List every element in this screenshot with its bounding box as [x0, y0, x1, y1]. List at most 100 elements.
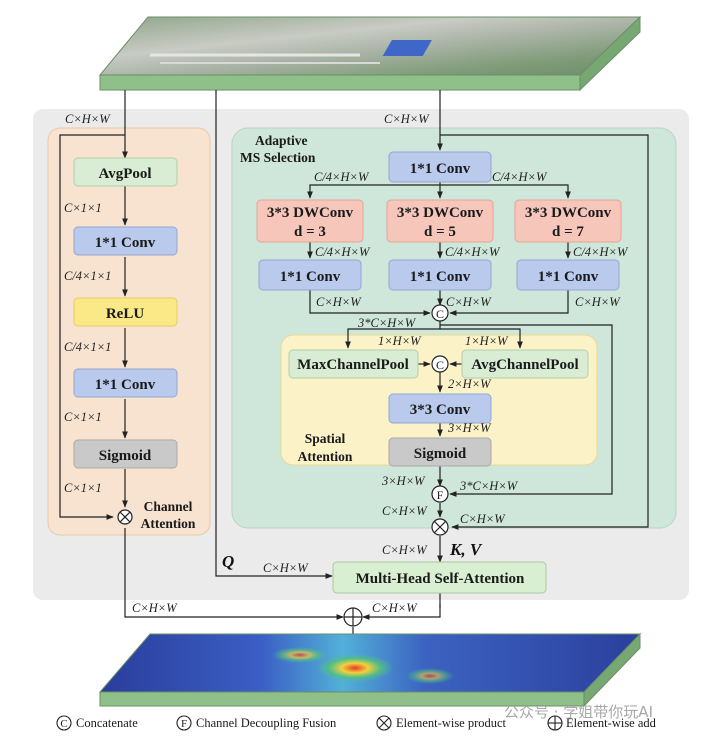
add-symbol	[343, 607, 363, 627]
channel-attention-panel	[47, 127, 211, 536]
legend-fusion: F Channel Decoupling Fusion	[176, 715, 337, 731]
dwconv-d3-dilation: d = 3	[294, 224, 326, 240]
watermark: 公众号 · 学姐带你玩AI	[504, 703, 653, 721]
dim-2hw: 2×H×W	[448, 377, 492, 391]
svg-text:F: F	[181, 718, 187, 730]
svg-text:Element-wise product: Element-wise product	[396, 716, 507, 730]
dwconv-d3-box	[256, 199, 364, 243]
dwconv-d7-box	[514, 199, 622, 243]
ms-conv-b-box	[388, 259, 492, 291]
dim-3c-fusion: 3*C×H×W	[459, 479, 519, 493]
dim-concat-mid: C×H×W	[446, 295, 492, 309]
avgpool-label: AvgPool	[98, 166, 151, 182]
dim-ms-input: C×H×W	[384, 112, 430, 126]
spatial-conv-box	[388, 393, 492, 424]
legend-add: Element-wise add	[547, 715, 657, 731]
svg-text:C: C	[60, 718, 67, 730]
dim-ca-1: C×1×1	[64, 201, 102, 215]
dim-3c: 3*C×H×W	[357, 316, 417, 330]
ms-selection-panel	[231, 127, 677, 529]
dim-mhsa-out: C×H×W	[372, 601, 418, 615]
dim-ms-split-right: C/4×H×W	[492, 170, 548, 184]
dim-ca-3: C/4×1×1	[64, 340, 111, 354]
q-label: Q	[222, 552, 234, 571]
dim-1hw-left: 1×H×W	[378, 334, 422, 348]
ms-top-conv-box	[388, 151, 492, 183]
dwconv-d7-dilation: d = 7	[552, 224, 584, 240]
fusion-symbol: F	[431, 485, 449, 503]
channel-branch: AvgPool 1*1 Conv ReLU 1*1 Conv Sigmoid C…	[73, 157, 196, 531]
dim-3hw-outer: 3×H×W	[381, 474, 426, 488]
dim-ca-input: C×H×W	[65, 112, 111, 126]
relu-box	[73, 297, 178, 327]
mhsa-box	[332, 561, 547, 594]
dim-ms-split-left: C/4×H×W	[314, 170, 370, 184]
ca-sigmoid-label: Sigmoid	[99, 448, 152, 464]
ms-title-2: MS Selection	[240, 150, 316, 165]
dim-fusion-out: C×H×W	[382, 504, 428, 518]
ms-conv-c-box	[516, 259, 620, 291]
connections	[59, 90, 649, 648]
svg-text:C: C	[436, 307, 444, 321]
spatial-conv-label: 3*3 Conv	[410, 402, 471, 418]
legend-concat: C Concatenate	[56, 715, 138, 731]
dim-q: C×H×W	[263, 561, 309, 575]
svg-text:Element-wise add: Element-wise add	[566, 716, 657, 730]
dim-3hw-inner: 3×H×W	[447, 421, 492, 435]
blue-building-icon	[382, 40, 432, 56]
spatial-title-1: Spatial	[305, 431, 346, 446]
dwconv-d7-label: 3*3 DWConv	[525, 205, 612, 221]
ms-conv-c-label: 1*1 Conv	[538, 269, 599, 285]
spatial-title-2: Attention	[298, 449, 353, 464]
dim-ca-2: C/4×1×1	[64, 269, 111, 283]
ca-conv1-box	[73, 226, 178, 256]
ms-conv-a-label: 1*1 Conv	[280, 269, 341, 285]
maxchannelpool-label: MaxChannelPool	[297, 357, 409, 373]
kv-label: K, V	[449, 540, 483, 559]
output-heatmap	[98, 632, 642, 708]
dim-ca-5: C×1×1	[64, 481, 102, 495]
mhsa-label: Multi-Head Self-Attention	[356, 571, 525, 587]
avgchannelpool-label: AvgChannelPool	[471, 357, 578, 373]
input-image	[98, 15, 642, 92]
ms-concat-symbol: C	[431, 304, 449, 322]
ms-conv-b-label: 1*1 Conv	[410, 269, 471, 285]
dwconv-d5-dilation: d = 5	[424, 224, 456, 240]
ms-conv-a-box	[258, 259, 362, 291]
legend: C Concatenate F Channel Decoupling Fusio…	[56, 715, 657, 731]
dwconv-d5-box	[386, 199, 494, 243]
dim-concat-right: C×H×W	[575, 295, 621, 309]
dim-skip-in: C×H×W	[460, 512, 506, 526]
avgpool-box	[73, 157, 178, 187]
ms-top-conv-label: 1*1 Conv	[410, 161, 471, 177]
channel-attention-title-1: Channel	[144, 499, 193, 514]
dim-dw3: C/4×H×W	[573, 245, 629, 259]
svg-text:C: C	[436, 358, 444, 372]
relu-label: ReLU	[106, 306, 144, 322]
ca-conv2-box	[73, 368, 178, 398]
spatial-sigmoid-box	[388, 437, 492, 467]
dwconv-d3-label: 3*3 DWConv	[267, 205, 354, 221]
svg-text:Channel Decoupling Fusion: Channel Decoupling Fusion	[196, 716, 337, 730]
channel-attention-title-2: Attention	[141, 516, 196, 531]
dwconv-d5-label: 3*3 DWConv	[397, 205, 484, 221]
ca-product-symbol	[117, 509, 133, 525]
svg-text:F: F	[437, 488, 444, 502]
spatial-concat-symbol: C	[431, 355, 449, 373]
svg-text:Concatenate: Concatenate	[76, 716, 138, 730]
dim-kv: C×H×W	[382, 543, 428, 557]
ca-conv2-label: 1*1 Conv	[95, 377, 156, 393]
ca-sigmoid-box	[73, 439, 178, 469]
ms-title-1: Adaptive	[255, 133, 308, 148]
spatial-sigmoid-label: Sigmoid	[414, 446, 467, 462]
dim-ca-4: C×1×1	[64, 410, 102, 424]
ca-conv1-label: 1*1 Conv	[95, 235, 156, 251]
maxchannelpool-box	[288, 349, 419, 379]
dim-concat-left: C×H×W	[316, 295, 362, 309]
dim-ca-out: C×H×W	[132, 601, 178, 615]
ms-product-symbol	[431, 518, 449, 536]
dim-1hw-right: 1×H×W	[465, 334, 509, 348]
avgchannelpool-box	[461, 349, 589, 379]
